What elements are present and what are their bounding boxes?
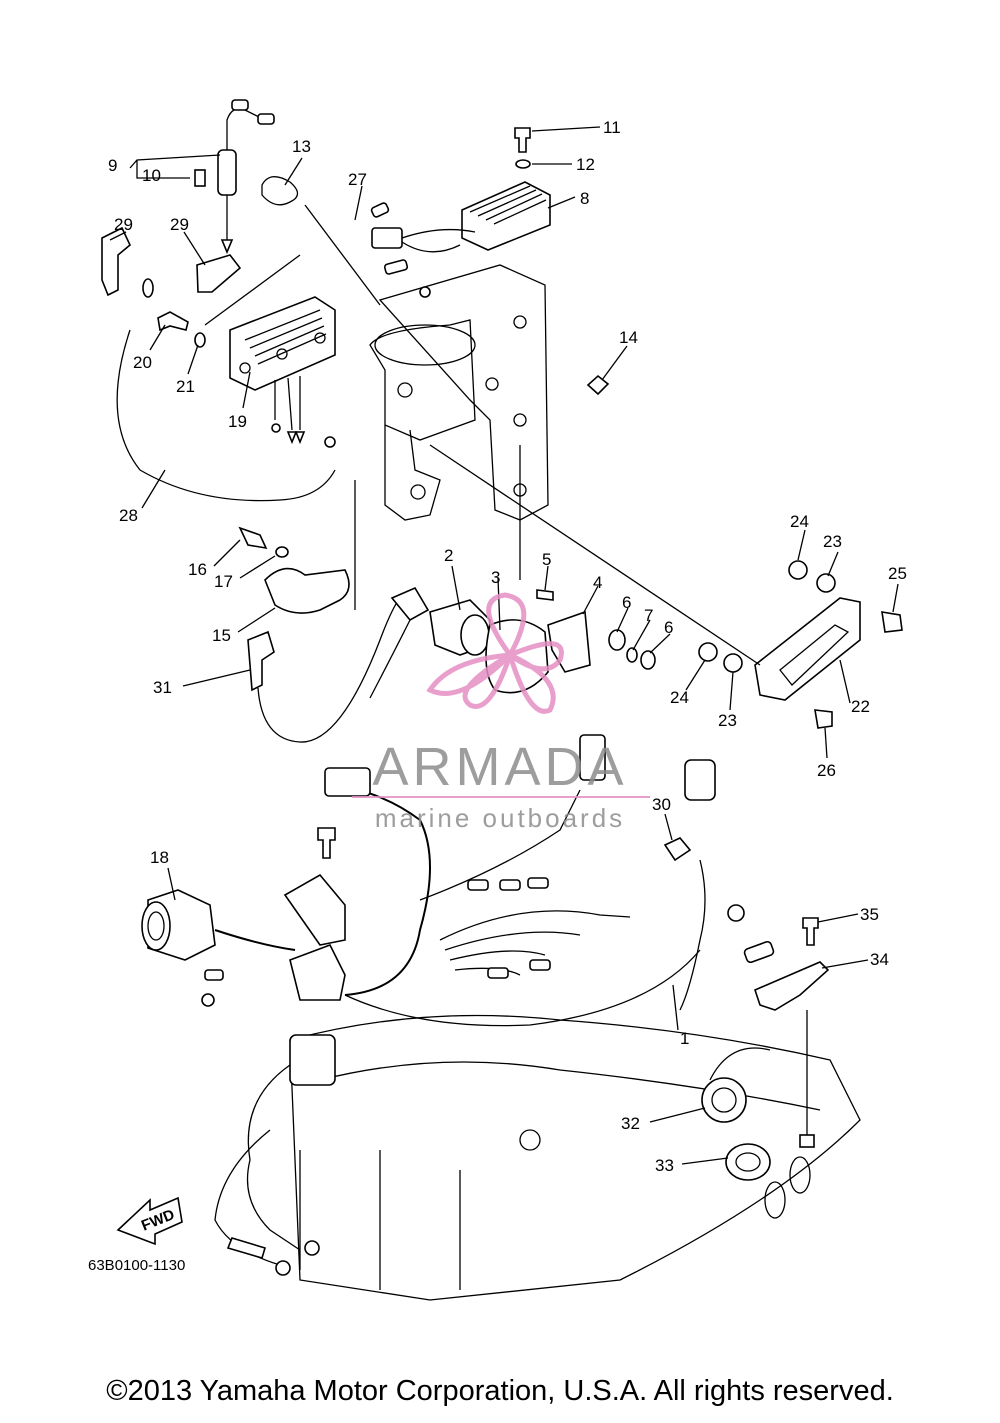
- callout-29a: 29: [114, 215, 133, 234]
- callout-26: 26: [817, 761, 836, 780]
- callout-27: 27: [348, 170, 367, 189]
- callout-17: 17: [214, 572, 233, 591]
- callout-32: 32: [621, 1114, 640, 1133]
- callout-11: 11: [603, 118, 621, 137]
- callout-31: 31: [153, 678, 172, 697]
- callout-12: 12: [576, 155, 595, 174]
- callout-5: 5: [542, 550, 551, 569]
- watermark-brand: ARMADA: [372, 737, 627, 797]
- watermark-tagline: marine outboards: [375, 803, 625, 833]
- callout-25: 25: [888, 564, 907, 583]
- callout-labels: 1 2 3 4 5 6 6 7 8 9 10 11 12 13 14 15 16…: [108, 118, 907, 1175]
- watermark: ARMADA marine outboards: [352, 592, 650, 833]
- callout-18: 18: [150, 848, 169, 867]
- copyright-notice: ©2013 Yamaha Motor Corporation, U.S.A. A…: [106, 1375, 894, 1407]
- callout-14: 14: [619, 328, 638, 347]
- callout-13: 13: [292, 137, 311, 156]
- callout-10: 10: [142, 166, 161, 185]
- callout-29b: 29: [170, 215, 189, 234]
- callout-leaders: [109, 126, 899, 1165]
- callout-24b: 24: [670, 688, 689, 707]
- callout-7: 7: [644, 606, 653, 625]
- callout-16: 16: [188, 560, 207, 579]
- callout-34: 34: [870, 950, 889, 969]
- callout-1: 1: [680, 1029, 689, 1048]
- callout-35: 35: [860, 905, 879, 924]
- callout-23b: 23: [718, 711, 737, 730]
- callout-6b: 6: [664, 618, 673, 637]
- callout-33: 33: [655, 1156, 674, 1175]
- diagram-artwork: FWD: [101, 99, 903, 1301]
- callout-23a: 23: [823, 532, 842, 551]
- callout-21: 21: [176, 377, 195, 396]
- callout-2: 2: [444, 546, 453, 565]
- diagram-code: 63B0100-1130: [88, 1257, 185, 1274]
- callout-8: 8: [580, 189, 589, 208]
- watermark-flower-logo: [426, 592, 564, 714]
- callout-15: 15: [212, 626, 231, 645]
- callout-20: 20: [133, 353, 152, 372]
- callout-22: 22: [851, 697, 870, 716]
- parts-diagram: FWD: [88, 99, 907, 1301]
- callout-9: 9: [108, 156, 117, 175]
- callout-3: 3: [491, 568, 500, 587]
- callout-6a: 6: [622, 593, 631, 612]
- callout-24a: 24: [790, 512, 809, 531]
- callout-4: 4: [593, 573, 602, 592]
- callout-30: 30: [652, 795, 671, 814]
- callout-28: 28: [119, 506, 138, 525]
- callout-19: 19: [228, 412, 247, 431]
